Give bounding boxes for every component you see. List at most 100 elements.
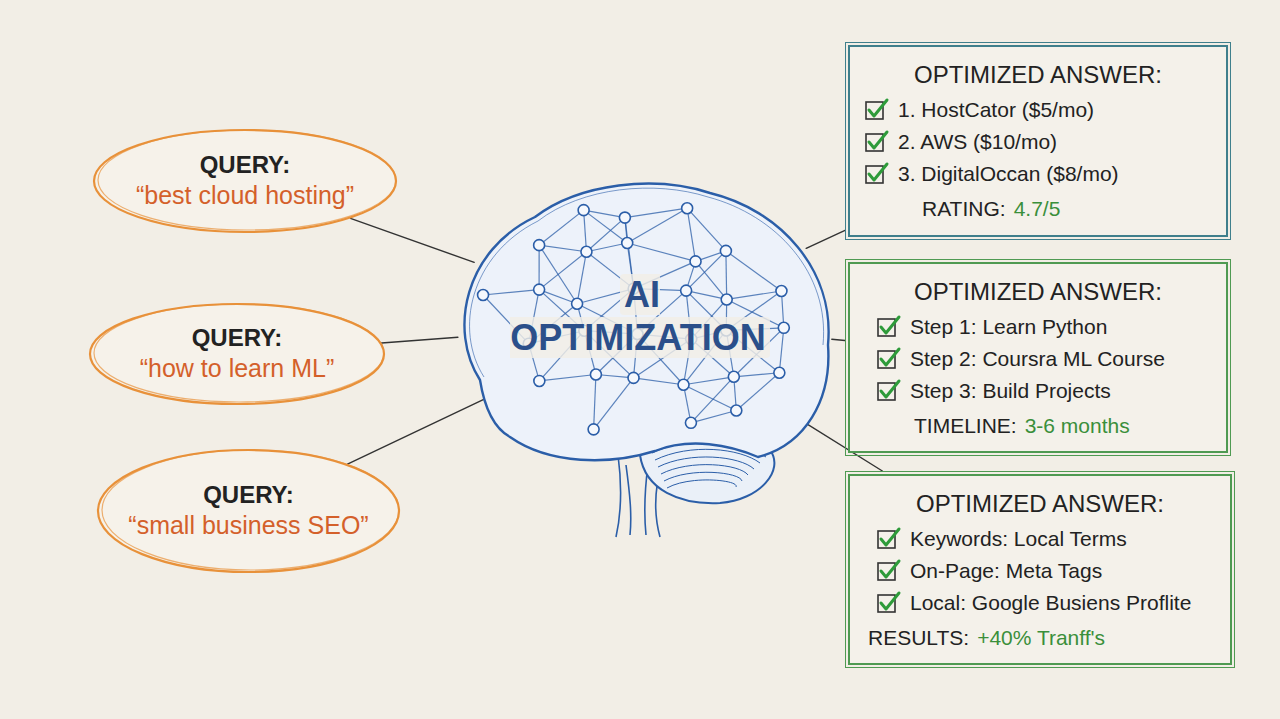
checklist-item: Step 3: Build Projects <box>910 379 1111 403</box>
network-node <box>534 284 545 295</box>
network-link <box>691 410 736 422</box>
oval-stroke <box>90 304 384 404</box>
answer-heading: OPTIMIZED ANSWER: <box>864 59 1212 90</box>
network-link <box>725 251 727 300</box>
network-node <box>534 240 545 251</box>
query-text: “best cloud hosting” <box>136 180 354 211</box>
checklist-item: 2. AWS ($10/mo) <box>898 130 1057 154</box>
checklist-row: 2. AWS ($10/mo) <box>864 126 1212 158</box>
network-link <box>691 377 734 423</box>
connector-line <box>347 399 484 464</box>
network-node <box>690 256 701 267</box>
check-mark <box>881 529 899 545</box>
checklist-item: Local: Google Busiens Proflite <box>910 591 1191 615</box>
checklist-row: On-Page: Meta Tags <box>864 555 1216 587</box>
connector-line <box>806 230 845 248</box>
summary-value: 4.7/5 <box>1014 197 1061 220</box>
query-content: QUERY:“small business SEO” <box>96 448 401 574</box>
oval-stroke <box>94 304 384 402</box>
check-mark <box>869 100 887 116</box>
cerebellum-fold <box>661 465 748 475</box>
network-node <box>628 372 639 383</box>
check-box <box>864 97 890 123</box>
query-oval: QUERY:“how to learn ML” <box>88 302 386 406</box>
cerebellum-fold <box>658 457 754 469</box>
network-link <box>625 208 687 217</box>
network-link <box>539 374 596 380</box>
oval-stroke <box>94 130 396 232</box>
network-node <box>778 322 789 333</box>
oval-stroke <box>102 450 399 570</box>
network-node <box>622 238 633 249</box>
checklist-item: 3. DigitalOccan ($8/mo) <box>898 162 1119 186</box>
query-heading: QUERY: <box>200 150 291 180</box>
oval-stroke <box>98 130 396 230</box>
query-oval: QUERY:“small business SEO” <box>96 448 401 574</box>
check-box <box>876 558 902 584</box>
checklist-item: Step 2: Coursra ML Course <box>910 347 1165 371</box>
network-link <box>734 373 780 377</box>
check-mark <box>881 561 899 577</box>
network-link <box>586 218 624 252</box>
network-link <box>594 378 634 429</box>
network-node <box>774 367 785 378</box>
network-node <box>478 290 489 301</box>
network-link <box>727 291 782 299</box>
check-box <box>876 526 902 552</box>
checklist-item: Keywords: Local Terms <box>910 527 1127 551</box>
check-mark <box>881 317 899 333</box>
query-oval: QUERY:“best cloud hosting” <box>92 128 398 234</box>
query-content: QUERY:“best cloud hosting” <box>92 128 398 234</box>
network-node <box>678 379 689 390</box>
summary-key: RATING: <box>922 197 1006 220</box>
query-content: QUERY:“how to learn ML” <box>88 302 386 406</box>
answer-box: OPTIMIZED ANSWER: Keywords: Local TermsOn… <box>848 474 1232 665</box>
network-node <box>728 371 739 382</box>
check-box <box>864 161 890 187</box>
network-link <box>627 208 687 243</box>
answer-heading: OPTIMIZED ANSWER: <box>864 488 1216 519</box>
checklist-row: Step 3: Build Projects <box>864 375 1212 407</box>
query-text: “how to learn ML” <box>140 353 335 384</box>
checklist-item: 1. HostCator ($5/mo) <box>898 98 1094 122</box>
oval-outline <box>92 128 398 234</box>
brain-node: AI OPTIMIZATION <box>440 165 840 545</box>
network-link <box>726 251 782 291</box>
network-link <box>687 208 726 251</box>
network-link <box>594 374 596 429</box>
network-link <box>684 377 734 385</box>
network-link <box>684 385 737 411</box>
checklist-row: Step 1: Learn Python <box>864 311 1212 343</box>
network-node <box>731 405 742 416</box>
network-node <box>572 298 583 309</box>
check-box <box>876 378 902 404</box>
network-node <box>685 417 696 428</box>
network-link <box>577 252 586 304</box>
check-box <box>876 346 902 372</box>
network-link <box>736 373 779 411</box>
query-heading: QUERY: <box>192 323 283 353</box>
checklist-item: Step 1: Learn Python <box>910 315 1107 339</box>
network-link <box>539 210 584 245</box>
checklist-row: 3. DigitalOccan ($8/mo) <box>864 158 1212 190</box>
summary-value: +40% Tranff's <box>977 626 1105 649</box>
connector-line <box>832 339 845 340</box>
checklist-row: Step 2: Coursra ML Course <box>864 343 1212 375</box>
brain-title: AI OPTIMIZATION <box>510 274 769 358</box>
neural-network <box>478 203 790 435</box>
network-link <box>779 328 783 373</box>
oval-outline <box>96 448 401 574</box>
network-link <box>539 252 586 290</box>
answer-summary: RATING: 4.7/5 <box>864 194 1212 223</box>
network-link <box>539 245 540 289</box>
checklist-row: Keywords: Local Terms <box>864 523 1216 555</box>
check-box <box>876 314 902 340</box>
answer-heading: OPTIMIZED ANSWER: <box>864 276 1212 307</box>
network-node <box>581 246 592 257</box>
network-node <box>682 203 693 214</box>
oval-outline <box>88 302 386 406</box>
connector-line <box>382 337 458 343</box>
network-node <box>534 375 545 386</box>
cerebrum-outline-sketch <box>470 188 824 377</box>
network-node <box>721 294 732 305</box>
